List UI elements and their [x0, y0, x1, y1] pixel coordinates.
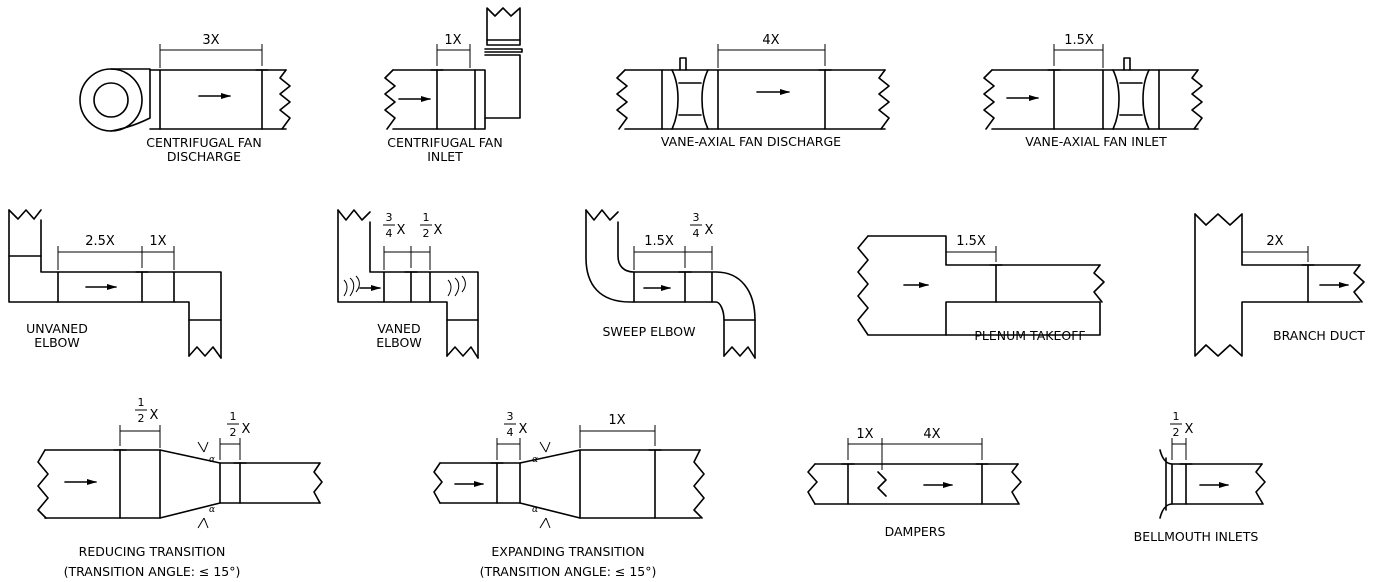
fraction-denominator: 4 — [507, 426, 514, 439]
fraction-denominator: 4 — [693, 227, 700, 240]
fraction-denominator: 2 — [423, 227, 430, 240]
figure-label: VANE-AXIAL FAN INLET — [1025, 134, 1167, 149]
fraction-denominator: 2 — [1173, 426, 1180, 439]
figure-label: EXPANDING TRANSITION — [491, 544, 644, 559]
dimension-label: 1X — [608, 413, 625, 428]
dimension-label: X — [1185, 422, 1194, 437]
centrifugal-fan-inlet-figure: 1X CENTRIFUGAL FAN INLET — [384, 7, 523, 164]
dimension-label: 1X — [444, 33, 461, 48]
figure-label: PLENUM TAKEOFF — [974, 328, 1085, 343]
figure-label: (TRANSITION ANGLE: ≤ 15°) — [480, 564, 657, 579]
dampers-figure: 1X 4X DAMPERS — [807, 427, 1022, 539]
fraction-numerator: 1 — [230, 410, 237, 423]
fan-housing-outer — [79, 68, 143, 132]
figure-label: UNVANED — [26, 321, 88, 336]
vane-axial-fan-discharge-figure: 4X VANE-AXIAL FAN DISCHARGE — [616, 33, 890, 149]
figure-label: DAMPERS — [885, 524, 946, 539]
figure-label: REDUCING TRANSITION — [79, 544, 226, 559]
centrifugal-fan-discharge-figure: 3X CENTRIFUGAL FAN DISCHARGE — [79, 33, 291, 164]
dimension-label: X — [705, 223, 714, 238]
dimension-label: 1.5X — [644, 234, 674, 249]
figure-label: ELBOW — [376, 335, 421, 350]
angle-label: α — [209, 455, 215, 465]
fraction-numerator: 1 — [1173, 410, 1180, 423]
figure-label: INLET — [427, 149, 463, 164]
vane-axial-fan-inlet-figure: 1.5X VANE-AXIAL FAN INLET — [983, 33, 1203, 149]
angle-label: α — [209, 505, 215, 515]
figure-label: CENTRIFUGAL FAN — [146, 135, 261, 150]
fraction-numerator: 1 — [138, 396, 145, 409]
dimension-label: 4X — [762, 33, 779, 48]
fraction-numerator: 1 — [423, 211, 430, 224]
angle-label: α — [532, 505, 538, 515]
dimension-label: 1X — [856, 427, 873, 442]
figure-label: CENTRIFUGAL FAN — [387, 135, 502, 150]
expanding-transition-figure: 3 4 X 1X α α EXPANDING TRANSITION (TRANS… — [433, 410, 705, 579]
figure-label: SWEEP ELBOW — [602, 324, 695, 339]
figure-label: BRANCH DUCT — [1273, 328, 1365, 343]
fraction-denominator: 2 — [230, 426, 237, 439]
figure-label: VANE-AXIAL FAN DISCHARGE — [661, 134, 841, 149]
figure-label: (TRANSITION ANGLE: ≤ 15°) — [64, 564, 241, 579]
fraction-numerator: 3 — [507, 410, 514, 423]
plenum-takeoff-figure: 1.5X PLENUM TAKEOFF — [857, 234, 1105, 343]
fraction-denominator: 4 — [386, 227, 393, 240]
dimension-label: X — [519, 422, 528, 437]
reducing-transition-figure: 1 2 X 1 2 X α α REDUCING TRANSITION (TRA… — [37, 396, 323, 579]
figure-label: VANED — [377, 321, 420, 336]
dimension-label: 2.5X — [85, 234, 115, 249]
fraction-numerator: 3 — [386, 211, 393, 224]
figure-label: BELLMOUTH INLETS — [1134, 529, 1259, 544]
dimension-label: 4X — [923, 427, 940, 442]
bellmouth-inlets-figure: 1 2 X BELLMOUTH INLETS — [1134, 410, 1266, 544]
branch-duct-figure: 2X BRANCH DUCT — [1194, 213, 1365, 357]
figure-label: DISCHARGE — [167, 149, 241, 164]
vaned-elbow-figure: 3 4 X 1 2 X VANED ELBOW — [337, 209, 479, 359]
dimension-label: 1X — [149, 234, 166, 249]
dimension-label: X — [150, 408, 159, 423]
dimension-label: X — [434, 223, 443, 238]
unvaned-elbow-figure: 2.5X 1X UNVANED ELBOW — [8, 209, 222, 359]
dimension-label: 1.5X — [1064, 33, 1094, 48]
fraction-numerator: 3 — [693, 211, 700, 224]
sweep-elbow-figure: 1.5X 3 4 X SWEEP ELBOW — [585, 209, 756, 359]
dimension-label: 1.5X — [956, 234, 986, 249]
fan-housing-inner — [93, 82, 129, 118]
figure-label: ELBOW — [34, 335, 79, 350]
fraction-denominator: 2 — [138, 412, 145, 425]
angle-label: α — [532, 455, 538, 465]
dimension-label: X — [242, 422, 251, 437]
dimension-label: 2X — [1266, 234, 1283, 249]
dimension-label: 3X — [202, 33, 219, 48]
dimension-label: X — [397, 223, 406, 238]
